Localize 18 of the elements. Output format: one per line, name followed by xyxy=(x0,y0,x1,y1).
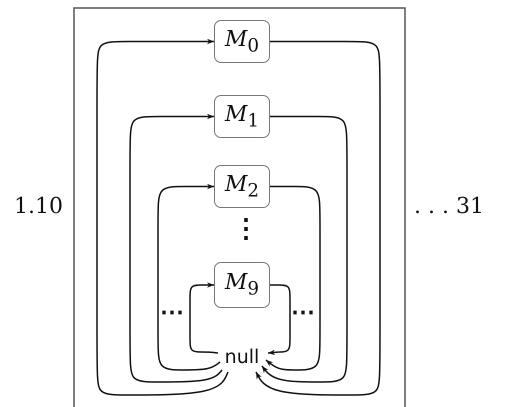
module-box: M$_{0}$ xyxy=(214,20,270,63)
arrow xyxy=(129,114,223,383)
module-box: M$_{9}$ xyxy=(214,262,270,308)
arrow xyxy=(268,284,291,356)
null-label: null xyxy=(220,344,264,370)
module-box: M$_{1}$ xyxy=(214,95,270,138)
arrow xyxy=(261,116,348,383)
module-box: M$_{2}$ xyxy=(214,165,270,208)
arrow xyxy=(255,40,381,396)
label-number: 1.10 xyxy=(14,196,63,218)
arrow xyxy=(96,38,229,396)
arrow xyxy=(189,282,218,354)
arrow xyxy=(157,184,220,371)
arrow xyxy=(266,186,321,371)
page-number: . . . 31 xyxy=(414,196,484,218)
vertical-ellipsis: ⋮ xyxy=(233,216,259,242)
horizontal-ellipsis: ⋯ xyxy=(160,300,184,324)
horizontal-ellipsis: ⋯ xyxy=(291,300,315,324)
